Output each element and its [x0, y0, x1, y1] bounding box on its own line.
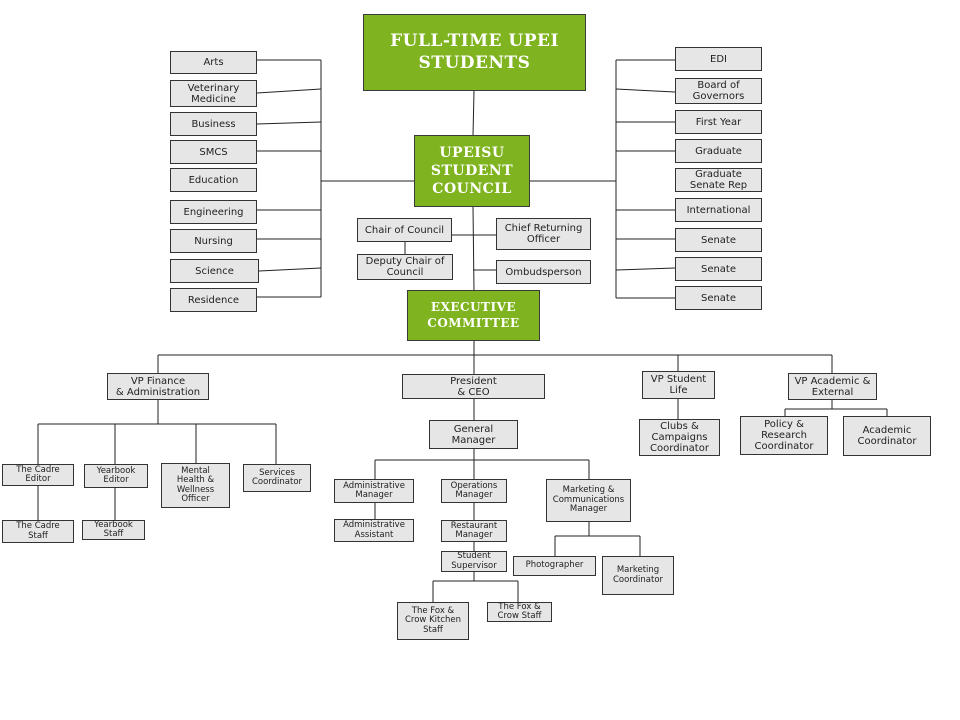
rep-graduate: Graduate — [675, 139, 762, 163]
fox-crow-staff: The Fox & Crow Staff — [487, 602, 552, 622]
rep-graduate-senate: Graduate Senate Rep — [675, 168, 762, 192]
rep-senate-2: Senate — [675, 257, 762, 281]
rep-international: International — [675, 198, 762, 222]
president-ceo: President & CEO — [402, 374, 545, 399]
restaurant-manager: Restaurant Manager — [441, 520, 507, 542]
rep-arts: Arts — [170, 51, 257, 74]
marketing-coordinator: Marketing Coordinator — [602, 556, 674, 595]
student-supervisor: Student Supervisor — [441, 551, 507, 572]
photographer: Photographer — [513, 556, 596, 576]
cadre-staff: The Cadre Staff — [2, 520, 74, 543]
right-tick-board — [615, 88, 676, 93]
rep-edi: EDI — [675, 47, 762, 71]
administrative-assistant: Administrative Assistant — [334, 519, 414, 542]
deputy-chair-of-council: Deputy Chair of Council — [357, 254, 453, 280]
academic-coordinator: Academic Coordinator — [843, 416, 931, 456]
connector-students-council — [472, 90, 475, 137]
rep-first-year: First Year — [675, 110, 762, 134]
mental-health-wellness-officer: Mental Health & Wellness Officer — [161, 463, 230, 508]
rep-science: Science — [170, 259, 259, 283]
left-tick-vet — [256, 88, 322, 94]
operations-manager: Operations Manager — [441, 479, 507, 503]
right-tick-senate-2 — [615, 267, 676, 271]
vp-student-life: VP Student Life — [642, 371, 715, 399]
student-council-box: UPEISU STUDENT COUNCIL — [414, 135, 530, 207]
rep-board-of-governors: Board of Governors — [675, 78, 762, 104]
left-tick-science — [258, 267, 322, 272]
vp-academic-external: VP Academic & External — [788, 373, 877, 400]
executive-committee-box: EXECUTIVE COMMITTEE — [407, 290, 540, 341]
yearbook-staff: Yearbook Staff — [82, 520, 145, 540]
full-time-students-box: FULL-TIME UPEI STUDENTS — [363, 14, 586, 91]
chief-returning-officer: Chief Returning Officer — [496, 218, 591, 250]
rep-education: Education — [170, 168, 257, 192]
administrative-manager: Administrative Manager — [334, 479, 414, 503]
chair-of-council: Chair of Council — [357, 218, 452, 242]
vp-finance-administration: VP Finance & Administration — [107, 373, 209, 400]
rep-engineering: Engineering — [170, 200, 257, 224]
general-manager: General Manager — [429, 420, 518, 449]
rep-senate-1: Senate — [675, 228, 762, 252]
rep-nursing: Nursing — [170, 229, 257, 253]
fox-crow-kitchen-staff: The Fox & Crow Kitchen Staff — [397, 602, 469, 640]
rep-veterinary-medicine: Veterinary Medicine — [170, 80, 257, 107]
connector-council-executive — [472, 206, 475, 292]
marketing-communications-manager: Marketing & Communications Manager — [546, 479, 631, 522]
clubs-campaigns-coordinator: Clubs & Campaigns Coordinator — [639, 419, 720, 456]
left-tick-business — [256, 121, 322, 125]
yearbook-editor: Yearbook Editor — [84, 464, 148, 488]
services-coordinator: Services Coordinator — [243, 464, 311, 492]
rep-senate-3: Senate — [675, 286, 762, 310]
rep-smcs: SMCS — [170, 140, 257, 164]
ombudsperson: Ombudsperson — [496, 260, 591, 284]
cadre-editor: The Cadre Editor — [2, 464, 74, 486]
rep-business: Business — [170, 112, 257, 136]
policy-research-coordinator: Policy & Research Coordinator — [740, 416, 828, 455]
rep-residence: Residence — [170, 288, 257, 312]
